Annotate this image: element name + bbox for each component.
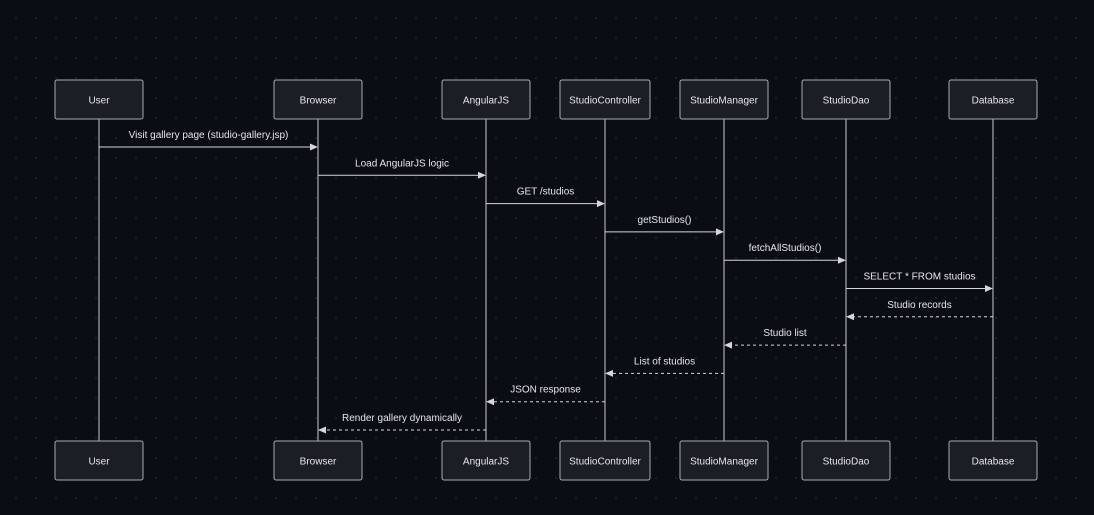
message-7: Studio records xyxy=(846,300,993,321)
message-11: Render gallery dynamically xyxy=(318,413,486,434)
arrow-head-icon xyxy=(310,143,318,151)
message-label: Load AngularJS logic xyxy=(355,158,449,169)
participant-box xyxy=(441,79,531,120)
participant-label: StudioDao xyxy=(823,96,870,107)
message-label: getStudios() xyxy=(638,215,692,226)
participant-studio-controller-top: StudioController xyxy=(559,79,651,120)
participant-user-top: User xyxy=(54,79,144,120)
message-label: Studio records xyxy=(887,300,951,311)
participant-angularjs-bottom: AngularJS xyxy=(441,440,531,481)
participant-label: AngularJS xyxy=(463,96,509,107)
messages: Visit gallery page (studio-gallery.jsp) L… xyxy=(99,130,993,434)
arrow-head-icon xyxy=(724,341,732,349)
participant-label: StudioManager xyxy=(690,96,758,107)
participant-label: User xyxy=(88,96,110,107)
participant-label: AngularJS xyxy=(463,457,509,468)
message-9: List of studios xyxy=(605,356,724,377)
arrow-head-icon xyxy=(716,228,724,236)
participant-label: Browser xyxy=(300,457,337,468)
message-3: GET /studios xyxy=(486,187,605,208)
participant-box xyxy=(559,440,651,481)
participant-box xyxy=(441,440,531,481)
participant-studio-controller-bottom: StudioController xyxy=(559,440,651,481)
arrow-head-icon xyxy=(486,398,494,406)
participant-box xyxy=(801,440,891,481)
participant-label: StudioManager xyxy=(690,457,758,468)
arrow-head-icon xyxy=(605,369,613,377)
message-5: fetchAllStudios() xyxy=(724,243,846,264)
message-label: SELECT * FROM studios xyxy=(863,272,975,283)
participant-studio-manager-bottom: StudioManager xyxy=(679,440,769,481)
message-6: SELECT * FROM studios xyxy=(846,272,993,292)
message-1: Visit gallery page (studio-gallery.jsp) xyxy=(99,130,318,151)
participant-database-bottom: Database xyxy=(948,440,1038,481)
participant-box xyxy=(948,79,1038,120)
participant-label: StudioController xyxy=(569,457,641,468)
participants: UserUserBrowserBrowserAngularJSAngularJS… xyxy=(54,79,1038,481)
participant-label: StudioController xyxy=(569,96,641,107)
arrow-head-icon xyxy=(597,200,605,208)
participant-label: Database xyxy=(972,457,1015,468)
participant-angularjs-top: AngularJS xyxy=(441,79,531,120)
participant-studio-dao-top: StudioDao xyxy=(801,79,891,120)
participant-box xyxy=(273,79,363,120)
participant-database-top: Database xyxy=(948,79,1038,120)
participant-box xyxy=(679,440,769,481)
participant-box xyxy=(559,79,651,120)
arrow-head-icon xyxy=(838,256,846,264)
arrow-head-icon xyxy=(846,313,854,321)
lifelines xyxy=(98,119,994,441)
arrow-head-icon xyxy=(478,171,486,179)
arrow-head-icon xyxy=(985,285,993,292)
message-label: List of studios xyxy=(634,356,695,367)
message-label: GET /studios xyxy=(517,187,575,198)
participant-box xyxy=(54,79,144,120)
message-8: Studio list xyxy=(724,328,846,349)
participant-box xyxy=(54,440,144,481)
message-2: Load AngularJS logic xyxy=(318,158,486,179)
participant-box xyxy=(273,440,363,481)
message-label: Studio list xyxy=(763,328,807,339)
arrow-head-icon xyxy=(318,426,326,434)
participant-label: Database xyxy=(972,96,1015,107)
participant-browser-top: Browser xyxy=(273,79,363,120)
participant-label: Browser xyxy=(300,96,337,107)
participant-label: StudioDao xyxy=(823,457,870,468)
participant-studio-dao-bottom: StudioDao xyxy=(801,440,891,481)
participant-box xyxy=(801,79,891,120)
message-label: Render gallery dynamically xyxy=(342,413,462,424)
message-10: JSON response xyxy=(486,385,605,406)
participant-studio-manager-top: StudioManager xyxy=(679,79,769,120)
participant-box xyxy=(948,440,1038,481)
message-4: getStudios() xyxy=(605,215,724,236)
message-label: Visit gallery page (studio-gallery.jsp) xyxy=(129,130,289,141)
participant-browser-bottom: Browser xyxy=(273,440,363,481)
participant-user-bottom: User xyxy=(54,440,144,481)
participant-label: User xyxy=(88,457,110,468)
message-label: fetchAllStudios() xyxy=(749,243,822,254)
participant-box xyxy=(679,79,769,120)
message-label: JSON response xyxy=(510,385,581,396)
